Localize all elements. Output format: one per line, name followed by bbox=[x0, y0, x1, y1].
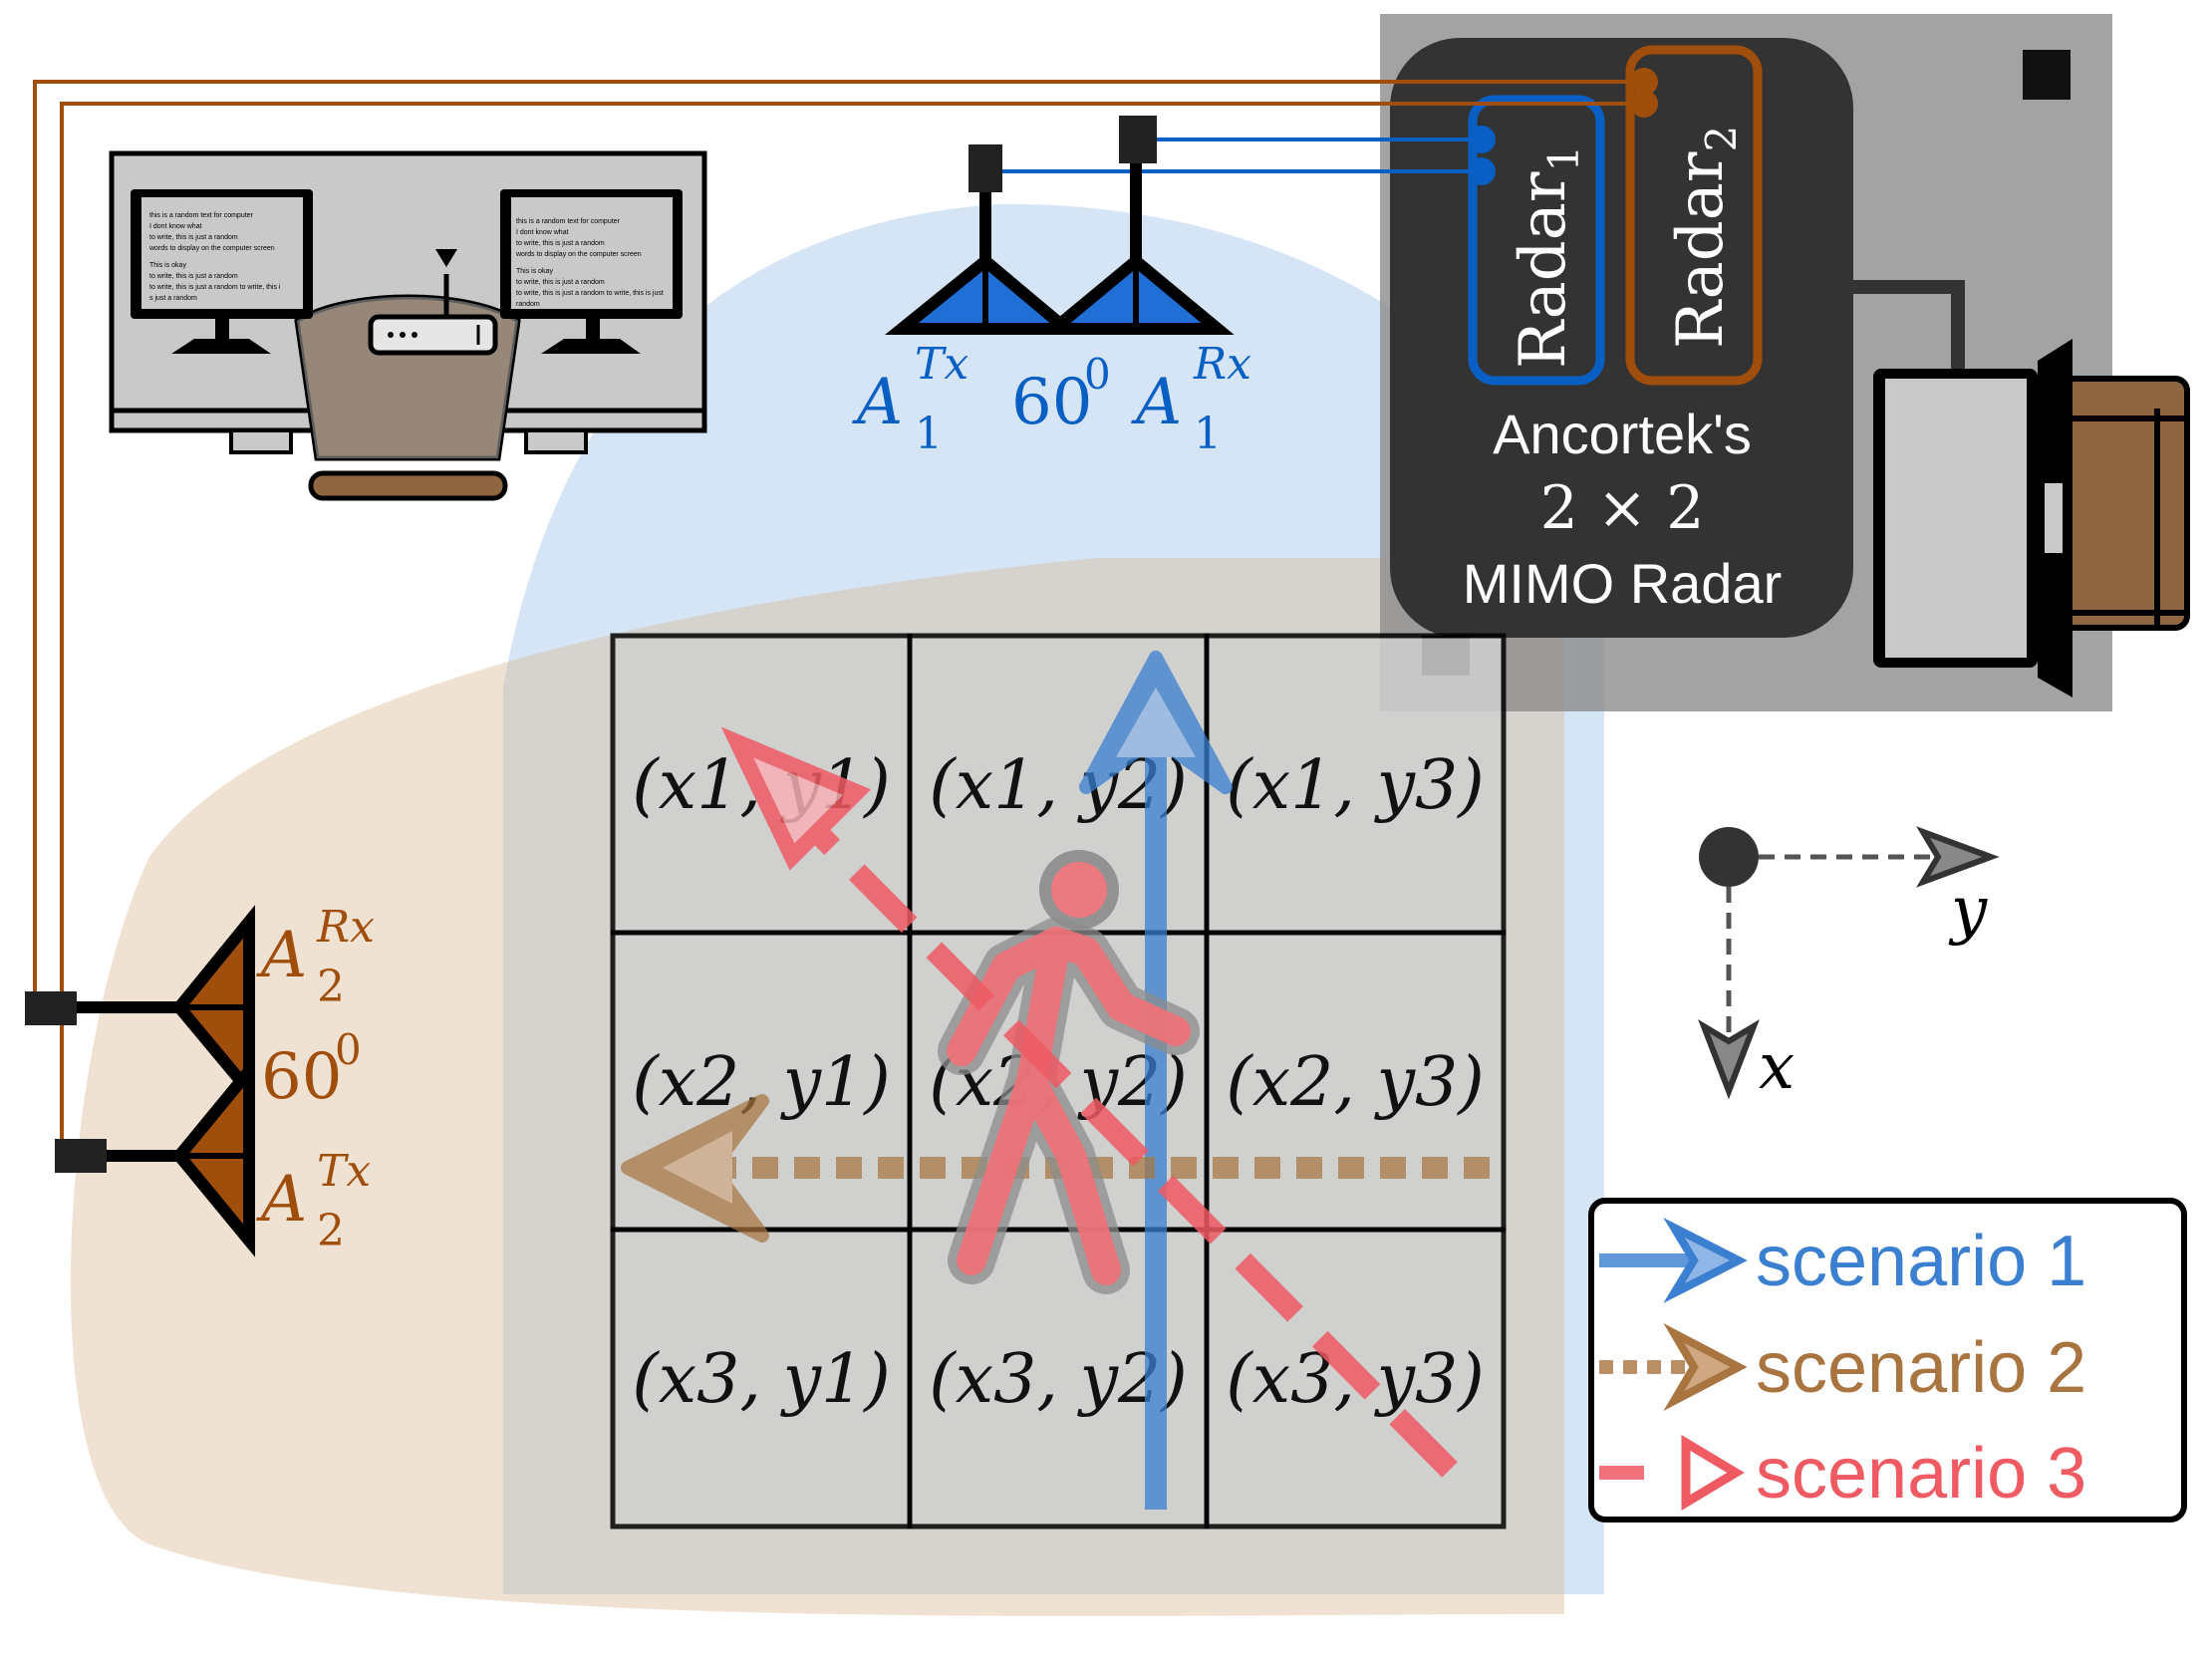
grid-cell-label: (x3, y1) bbox=[632, 1340, 891, 1419]
table-corner-square bbox=[2023, 50, 2071, 100]
scenario3-path bbox=[720, 726, 1458, 1478]
grid-cell bbox=[1204, 930, 1507, 1233]
blue-cable-connector-2 bbox=[1468, 157, 1496, 185]
monitor-text-line: to write, this is just a random to write… bbox=[516, 290, 664, 297]
antenna-a1-rx-sub: 1 bbox=[1194, 409, 1222, 459]
monitor-text-line: to write, this is just a random bbox=[516, 240, 605, 247]
grid-cell-label: (x1, y2) bbox=[929, 746, 1188, 825]
walking-person-icon bbox=[938, 850, 1200, 1294]
antenna-a2-rx-sub: 2 bbox=[317, 962, 345, 1012]
antenna-a1-rx-sup: Rx bbox=[1193, 339, 1251, 390]
monitor-text-line: to write, this is just a random to write… bbox=[149, 284, 281, 291]
radar2-box bbox=[1625, 45, 1763, 386]
monitor-text-line: to write, this is just a random bbox=[149, 273, 238, 280]
radar1-label: Radar1 bbox=[1507, 145, 1588, 369]
radar-title-line3: MIMO Radar bbox=[1463, 552, 1783, 615]
grid-cell-label: (x3, y2) bbox=[929, 1340, 1188, 1419]
brown-cable-connector-2 bbox=[1630, 90, 1658, 118]
monitor-text-line: this is a random text for computer bbox=[516, 218, 621, 225]
monitor-text-line: words to display on the computer screen bbox=[515, 251, 642, 258]
grid-cell bbox=[1204, 633, 1507, 936]
monitor-text-line: This is okay bbox=[516, 268, 553, 275]
blue-cable-connector bbox=[1468, 126, 1496, 153]
antenna-a2-rx bbox=[25, 905, 255, 1108]
legend bbox=[1588, 1198, 2187, 1523]
radar1-box bbox=[1468, 95, 1605, 386]
antenna-a1-tx bbox=[885, 144, 1083, 335]
antenna-a2-tx-label: A bbox=[256, 1163, 307, 1237]
antenna-a2-rx-label: A bbox=[256, 919, 307, 992]
monitor-text-line: to write, this is just a random bbox=[149, 234, 238, 241]
antenna-a1-tx-sub: 1 bbox=[915, 409, 943, 459]
antenna-a1-angle: 60 bbox=[1011, 366, 1092, 439]
left-monitor-text: this is a random text for computer I dont… bbox=[148, 212, 281, 302]
monitor-text-line: I dont know what bbox=[149, 223, 202, 230]
legend-label-scenario1: scenario 1 bbox=[1756, 1222, 2086, 1301]
monitor-text-line: s just a random bbox=[149, 295, 197, 302]
antenna-a2-tx-sup: Tx bbox=[317, 1146, 371, 1197]
grid-cell-label: (x2, y3) bbox=[1226, 1043, 1485, 1122]
laptop-illustration bbox=[1873, 339, 2190, 697]
laptop-cable bbox=[1851, 280, 1965, 369]
scenario1-path bbox=[1079, 651, 1233, 1510]
grid-cell-label: (x1, y3) bbox=[1226, 746, 1485, 825]
brown-cable-connector bbox=[1630, 68, 1658, 96]
monitor-text-line: This is okay bbox=[149, 262, 186, 269]
monitor-text-line: words to display on the computer screen bbox=[148, 245, 275, 252]
legend-label-scenario2: scenario 2 bbox=[1756, 1328, 2086, 1408]
antenna-a2-rx-sup: Rx bbox=[316, 902, 375, 953]
antenna-a2-tx bbox=[55, 1054, 255, 1257]
radar-title-line1: Ancortek's bbox=[1493, 403, 1752, 465]
antenna-a1-tx-sup: Tx bbox=[915, 339, 968, 390]
monitor-text-line: random bbox=[516, 301, 540, 308]
scenario2-path bbox=[621, 1094, 1490, 1243]
antenna-a2-angle-sup: 0 bbox=[335, 1025, 362, 1074]
antenna-a1-tx-label: A bbox=[852, 366, 903, 439]
axis-x-label: x bbox=[1759, 1030, 1795, 1104]
radar-title-line2: 2 × 2 bbox=[1540, 473, 1705, 543]
antenna-a1-angle-sup: 0 bbox=[1084, 350, 1111, 399]
monitor-text-line: this is a random text for computer bbox=[149, 212, 254, 219]
antenna-a1-rx-label: A bbox=[1131, 366, 1182, 439]
antenna-a2-angle: 60 bbox=[261, 1040, 342, 1114]
axis-y-label: y bbox=[1948, 874, 1988, 948]
monitor-text-line: to write, this is just a random bbox=[516, 279, 605, 286]
legend-label-scenario3: scenario 3 bbox=[1756, 1434, 2086, 1514]
radar-body bbox=[1390, 38, 1853, 638]
antenna-a2-tx-sub: 2 bbox=[317, 1206, 345, 1256]
desk-illustration: this is a random text for computer I dont… bbox=[109, 150, 707, 501]
right-monitor-text: this is a random text for computer I dont… bbox=[515, 218, 664, 308]
axes-indicator bbox=[1698, 826, 2000, 1100]
monitor-text-line: I dont know what bbox=[516, 229, 569, 236]
radar2-label: Radar2 bbox=[1664, 126, 1746, 349]
antenna-a1-rx bbox=[1037, 116, 1235, 335]
